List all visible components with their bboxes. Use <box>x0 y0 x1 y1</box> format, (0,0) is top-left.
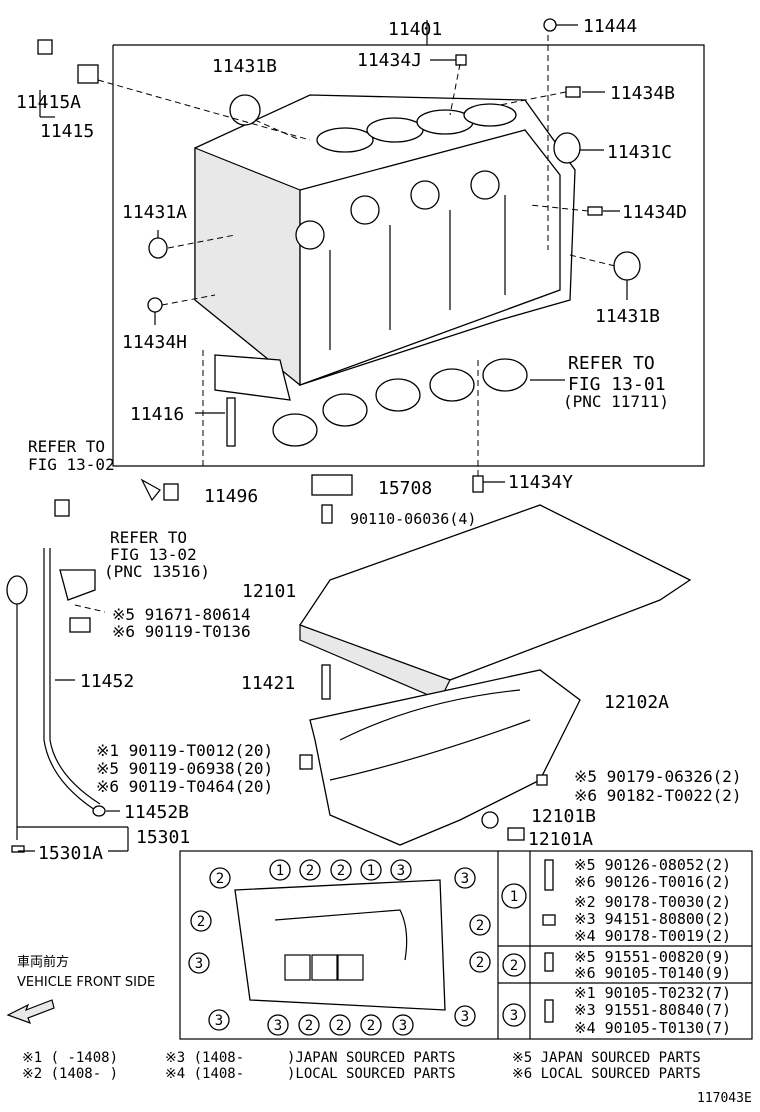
label-11452b: 11452B <box>124 802 189 823</box>
footnote-japan: )JAPAN SOURCED PARTS <box>287 1050 456 1066</box>
footnote-5: ※5 JAPAN SOURCED PARTS <box>512 1050 701 1066</box>
svg-text:3: 3 <box>399 1018 407 1034</box>
legend-group-1-num: 1 <box>510 889 518 905</box>
svg-text:3: 3 <box>397 863 405 879</box>
legend-group-2: ※5 91551-00820(9) ※6 90105-T0140(9) <box>574 948 731 982</box>
drain-nut-1: ※5 90179-06326(2) <box>574 767 742 786</box>
pan-bolts-3: ※6 90119-T0464(20) <box>96 777 273 796</box>
legend-part: ※6 90126-T0016(2) <box>574 873 731 891</box>
label-11434j: 11434J <box>357 50 422 71</box>
legend-group-3: ※1 90105-T0232(7) ※3 91551-80840(7) ※4 9… <box>574 984 731 1037</box>
label-11452: 11452 <box>80 671 134 692</box>
footnote-1: ※1 ( -1408) <box>22 1050 118 1066</box>
block-frame <box>112 44 705 467</box>
legend-group-3-num: 3 <box>510 1008 518 1024</box>
svg-text:2: 2 <box>336 1018 344 1034</box>
footnote-4: ※4 (1408- <box>165 1066 244 1082</box>
dashed-leaders-block <box>97 35 616 476</box>
label-11401: 11401 <box>388 19 442 40</box>
footnote-6: ※6 LOCAL SOURCED PARTS <box>512 1066 701 1082</box>
label-11431a: 11431A <box>122 202 187 223</box>
footnote-3: ※3 (1408- <box>165 1050 244 1066</box>
label-12101b: 12101B <box>531 806 596 827</box>
refer-13516-line3: (PNC 13516) <box>104 562 210 581</box>
label-11434d: 11434D <box>622 202 687 223</box>
svg-text:3: 3 <box>274 1018 282 1034</box>
svg-text:2: 2 <box>216 871 224 887</box>
label-11496: 11496 <box>204 486 258 507</box>
svg-text:2: 2 <box>306 863 314 879</box>
refer-1301-line3: (PNC 11711) <box>563 392 669 411</box>
pan-bolts-2: ※5 90119-06938(20) <box>96 759 273 778</box>
legend-part: ※3 94151-80800(2) <box>574 910 731 928</box>
refer-13516-line2: FIG 13-02 <box>110 545 197 564</box>
label-11444: 11444 <box>583 16 637 37</box>
label-11415: 11415 <box>40 121 94 142</box>
legend-callouts <box>188 859 491 1036</box>
label-15301a: 15301A <box>38 843 103 864</box>
label-11431c: 11431C <box>607 142 672 163</box>
svg-text:1: 1 <box>276 863 284 879</box>
solid-leaders <box>39 20 628 483</box>
legend-group-1: ※5 90126-08052(2) ※6 90126-T0016(2) ※2 9… <box>574 856 731 945</box>
vehicle-front-jp: 車両前方 <box>17 954 69 970</box>
figure-id: 117043E <box>697 1091 752 1106</box>
label-11434h: 11434H <box>122 332 187 353</box>
legend-part: ※3 91551-80840(7) <box>574 1001 731 1019</box>
svg-text:3: 3 <box>195 956 203 972</box>
vehicle-front-en: VEHICLE FRONT SIDE <box>17 975 155 990</box>
legend-part: ※5 90126-08052(2) <box>574 856 731 874</box>
footnote-2: ※2 (1408- ) <box>22 1066 118 1082</box>
refer-1301-line2: FIG 13-01 <box>568 374 666 395</box>
label-11434b: 11434B <box>610 83 675 104</box>
refer-1301-line1: REFER TO <box>568 353 655 374</box>
svg-text:2: 2 <box>197 914 205 930</box>
footnote-local: )LOCAL SOURCED PARTS <box>287 1066 456 1082</box>
legend-part: ※4 90105-T0130(7) <box>574 1019 731 1037</box>
crankshaft-bearings <box>272 358 528 447</box>
vehicle-front-arrow-icon <box>6 999 55 1025</box>
svg-text:3: 3 <box>461 871 469 887</box>
refer-1302-line1: REFER TO <box>28 437 105 456</box>
oil-dipstick <box>6 548 129 853</box>
label-11434y: 11434Y <box>508 472 573 493</box>
drain-nut-2: ※6 90182-T0022(2) <box>574 786 742 805</box>
label-12101: 12101 <box>242 581 296 602</box>
label-12101a: 12101A <box>528 829 593 850</box>
label-15301: 15301 <box>136 827 190 848</box>
dipstick-bolt-1: ※5 91671-80614 <box>112 605 251 624</box>
svg-text:1: 1 <box>367 863 375 879</box>
oil-pan-assembly <box>54 474 692 846</box>
svg-text:2: 2 <box>337 863 345 879</box>
legend-part: ※4 90178-T0019(2) <box>574 927 731 945</box>
refer-13516-line1: REFER TO <box>110 528 187 547</box>
svg-text:2: 2 <box>476 955 484 971</box>
label-90110: 90110-06036(4) <box>350 510 476 528</box>
label-15708: 15708 <box>378 478 432 499</box>
legend-part: ※2 90178-T0030(2) <box>574 893 731 911</box>
svg-text:3: 3 <box>461 1009 469 1025</box>
dipstick-bolt-2: ※6 90119-T0136 <box>112 622 251 641</box>
label-12102a: 12102A <box>604 692 669 713</box>
svg-text:2: 2 <box>476 918 484 934</box>
svg-text:2: 2 <box>367 1018 375 1034</box>
label-11416: 11416 <box>130 404 184 425</box>
legend-callout-numbers: 2 2 3 3 1 2 2 1 3 3 2 2 3 3 2 2 2 3 <box>195 863 484 1034</box>
legend-part: ※6 90105-T0140(9) <box>574 964 731 982</box>
footnotes: ※1 ( -1408) ※2 (1408- ) ※3 (1408- ※4 (14… <box>22 1050 701 1082</box>
label-11415a: 11415A <box>16 92 81 113</box>
label-11431b-right: 11431B <box>595 306 660 327</box>
label-11421: 11421 <box>241 673 295 694</box>
cylinder-block <box>194 94 576 401</box>
legend-part: ※5 91551-00820(9) <box>574 948 731 966</box>
refer-1302-line2: FIG 13-02 <box>28 455 115 474</box>
pan-bolts-1: ※1 90119-T0012(20) <box>96 741 273 760</box>
legend-group-2-num: 2 <box>510 958 518 974</box>
label-11431b-top: 11431B <box>212 56 277 77</box>
svg-text:2: 2 <box>305 1018 313 1034</box>
legend-box <box>179 850 753 1040</box>
legend-part: ※1 90105-T0232(7) <box>574 984 731 1002</box>
svg-text:3: 3 <box>215 1013 223 1029</box>
